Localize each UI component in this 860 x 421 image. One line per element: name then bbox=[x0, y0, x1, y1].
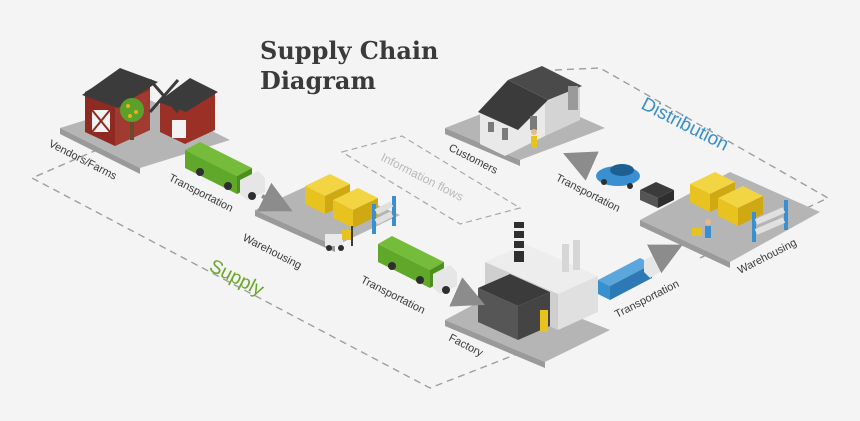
tree-icon bbox=[120, 98, 144, 140]
windmill-icon bbox=[148, 79, 180, 113]
truck-4-icon bbox=[640, 182, 674, 208]
warehouse1-tile-edge bbox=[255, 210, 335, 252]
title-line-1: Supply Chain bbox=[260, 36, 439, 65]
warehouse-1-crates-icon bbox=[305, 174, 378, 228]
arrow-factory-to-warehouse bbox=[646, 244, 683, 274]
warehouse2-tile-edge bbox=[640, 220, 730, 268]
customers-tile-edge bbox=[445, 128, 520, 166]
arrow-to-customers bbox=[563, 151, 599, 181]
pipe-rack-2-icon bbox=[752, 200, 788, 242]
barn-icon bbox=[82, 68, 218, 146]
label-supply-region: Supply bbox=[206, 256, 268, 301]
vendors-tile-edge bbox=[60, 128, 140, 174]
label-distribution-region: Distribution bbox=[638, 94, 732, 156]
title-line-2: Diagram bbox=[260, 66, 376, 95]
pipe-rack-icon bbox=[372, 196, 396, 234]
warehouse-2-crates-icon bbox=[690, 172, 763, 226]
factory-icon bbox=[478, 222, 598, 340]
customer-person-icon bbox=[531, 129, 537, 148]
truck-1-icon bbox=[185, 142, 265, 200]
information-flow-border bbox=[340, 135, 522, 225]
factory-tile-edge bbox=[445, 320, 545, 368]
arrow-vendors-to-warehouse bbox=[256, 182, 293, 212]
arrow-warehouse-to-factory bbox=[449, 277, 485, 307]
label-information-flows: Information flows bbox=[379, 150, 466, 204]
label-warehousing-1: Warehousing bbox=[241, 232, 304, 272]
car-icon bbox=[596, 164, 640, 189]
forklift-icon bbox=[325, 226, 353, 251]
worker-icon bbox=[692, 219, 711, 238]
truck-2-icon bbox=[378, 236, 457, 294]
supply-region-border bbox=[30, 139, 536, 389]
house-icon bbox=[478, 66, 582, 156]
diagram-title: Supply Chain Diagram bbox=[260, 36, 438, 96]
